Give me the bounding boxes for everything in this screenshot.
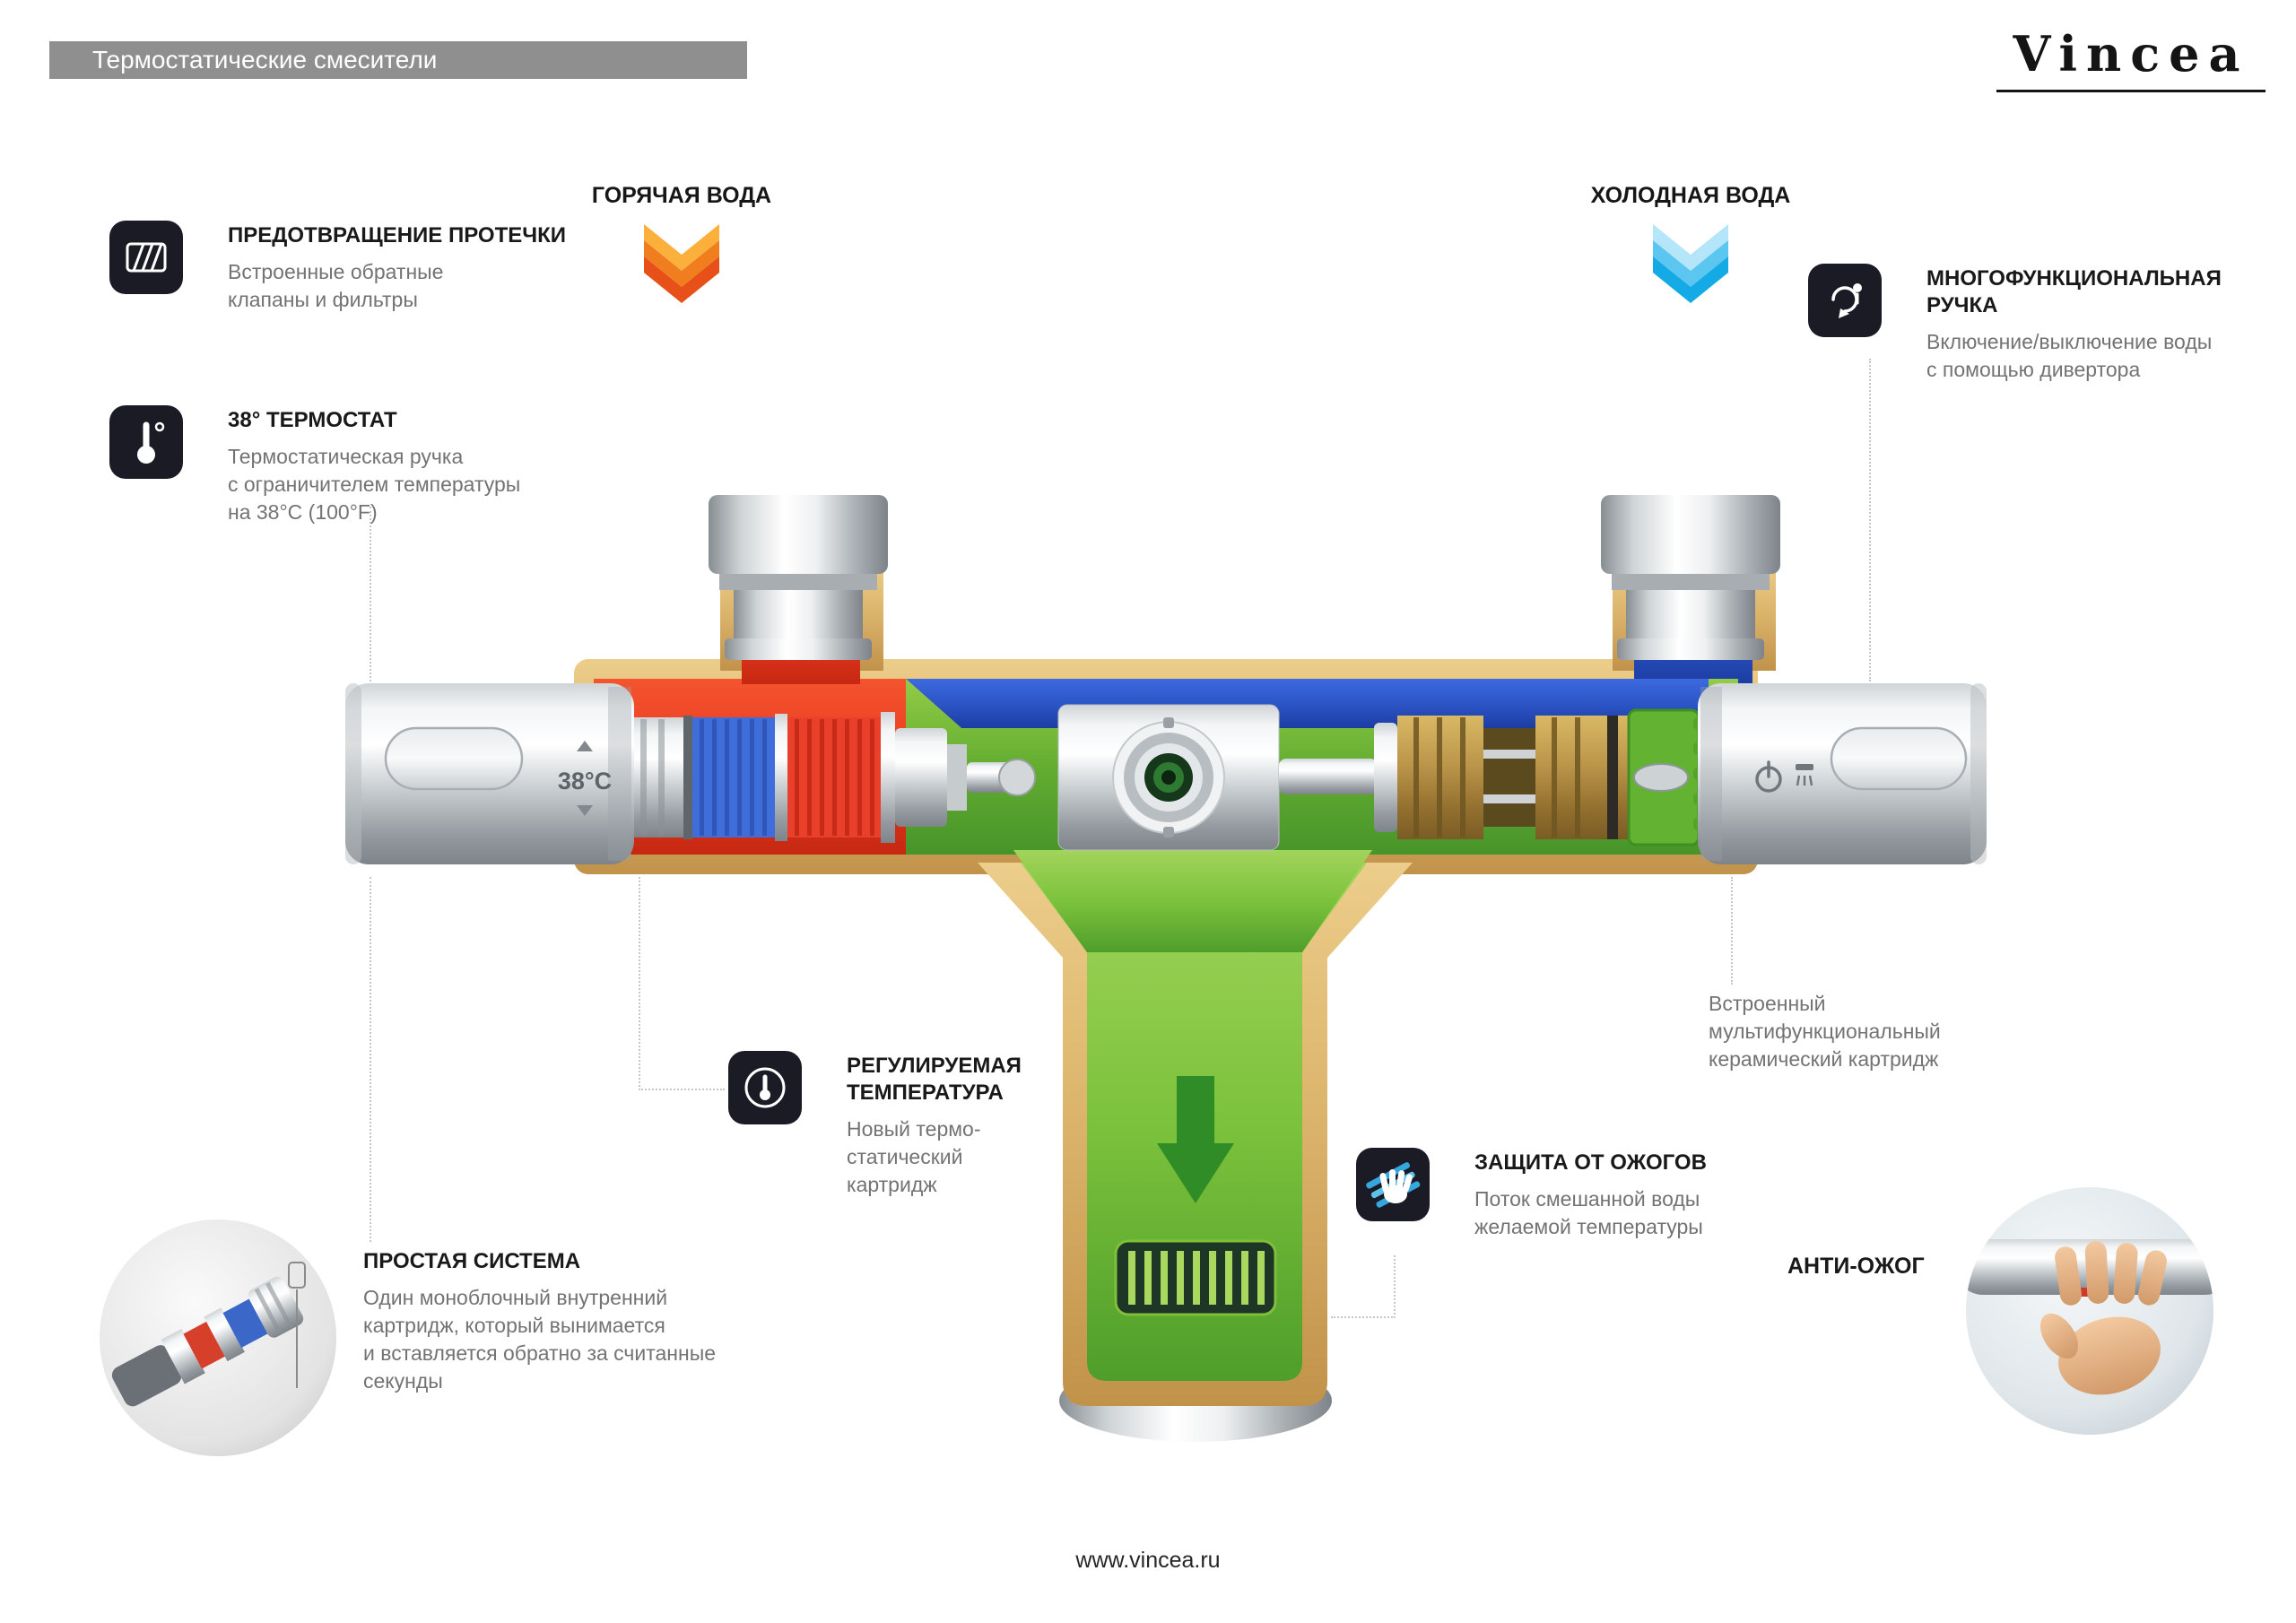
anti-burn-photo — [1966, 1187, 2213, 1435]
shower-icon — [1796, 764, 1813, 786]
anti-burn-label: АНТИ-ОЖОГ — [1787, 1254, 1925, 1279]
thermostatic-cartridge — [579, 712, 1036, 843]
right-handle — [1698, 683, 1987, 864]
annotation-body: Поток смешанной воды желаемой температур… — [1474, 1187, 1703, 1239]
hand-water-icon — [1356, 1148, 1430, 1221]
annotation-title: РЕГУЛИРУЕМАЯ ТЕМПЕРАТУРА — [847, 1054, 1022, 1105]
thermometer-circle-icon — [728, 1051, 802, 1124]
annotation-burn-protection: ЗАЩИТА ОТ ОЖОГОВ Поток смешанной воды же… — [1356, 1148, 1707, 1241]
annotation-leak-prevention: ПРЕДОТВРАЩЕНИЕ ПРОТЕЧКИ Встроенные обрат… — [109, 221, 566, 314]
simple-system-photo — [100, 1219, 336, 1456]
annotation-adjustable-temperature: РЕГУЛИРУЕМАЯ ТЕМПЕРАТУРА Новый термо- ст… — [728, 1051, 1022, 1199]
temp-scale-label: 38°C — [558, 768, 612, 794]
hot-water-label: ГОРЯЧАЯ ВОДА — [591, 183, 772, 208]
leader-ceramic-cartridge — [1731, 877, 1733, 985]
hot-water-arrows — [644, 224, 719, 303]
aerator-grille — [1114, 1239, 1277, 1316]
left-handle: 38°C — [345, 683, 634, 864]
power-icon — [1755, 760, 1782, 793]
note-ceramic-cartridge: Встроенный мультифункциональный керамиче… — [1709, 992, 1941, 1072]
cold-water-label: ХОЛОДНАЯ ВОДА — [1590, 183, 1791, 208]
annotation-title: ПРОСТАЯ СИСТЕМА — [363, 1249, 581, 1273]
annotation-body: Термостатическая ручка с ограничителем т… — [228, 445, 521, 525]
leader-thermostat-handle — [370, 507, 371, 681]
annotation-body: Новый термо- статический картридж — [847, 1117, 981, 1197]
hot-inlet — [709, 495, 888, 660]
annotation-body: Включение/выключение воды с помощью диве… — [1926, 330, 2213, 382]
annotation-body: Один моноблочный внутренний картридж, ко… — [363, 1286, 717, 1393]
site-url[interactable]: www.vincea.ru — [1075, 1548, 1221, 1573]
annotation-simple-system: ПРОСТАЯ СИСТЕМА Один моноблочный внутрен… — [363, 1246, 716, 1395]
annotation-title: ПРЕДОТВРАЩЕНИЕ ПРОТЕЧКИ — [228, 223, 567, 247]
annotation-multifunction-handle: МНОГОФУНКЦИОНАЛЬНАЯ РУЧКА Включение/выкл… — [1808, 264, 2222, 384]
filter-icon — [109, 221, 183, 294]
leader-simple-system — [370, 877, 371, 1242]
annotation-title: 38° ТЕРМОСТАТ — [228, 408, 397, 432]
annotation-body: Встроенные обратные клапаны и фильтры — [228, 260, 444, 312]
annotation-thermostat-38: 38° ТЕРМОСТАТ Термостатическая ручка с о… — [109, 405, 520, 526]
cold-inlet — [1601, 495, 1780, 660]
flow-arrow — [1157, 1076, 1234, 1203]
header-bar: Термостатические смесители — [49, 41, 747, 79]
ceramic-cartridge — [1279, 708, 1709, 846]
leader-multifunction-handle — [1869, 359, 1871, 681]
leader-adjustable-temperature — [639, 877, 725, 1090]
thermometer-icon — [109, 405, 183, 479]
leader-burn-protection — [1331, 1255, 1396, 1318]
brand-logo: Vincea — [1996, 25, 2266, 92]
cold-water-arrows — [1653, 224, 1728, 303]
annotation-title: МНОГОФУНКЦИОНАЛЬНАЯ РУЧКА — [1926, 266, 2222, 317]
annotation-title: ЗАЩИТА ОТ ОЖОГОВ — [1474, 1150, 1707, 1175]
diverter-icon — [1808, 264, 1882, 337]
page-title: Термостатические смесители — [92, 46, 438, 74]
diverter-block — [1057, 704, 1280, 851]
